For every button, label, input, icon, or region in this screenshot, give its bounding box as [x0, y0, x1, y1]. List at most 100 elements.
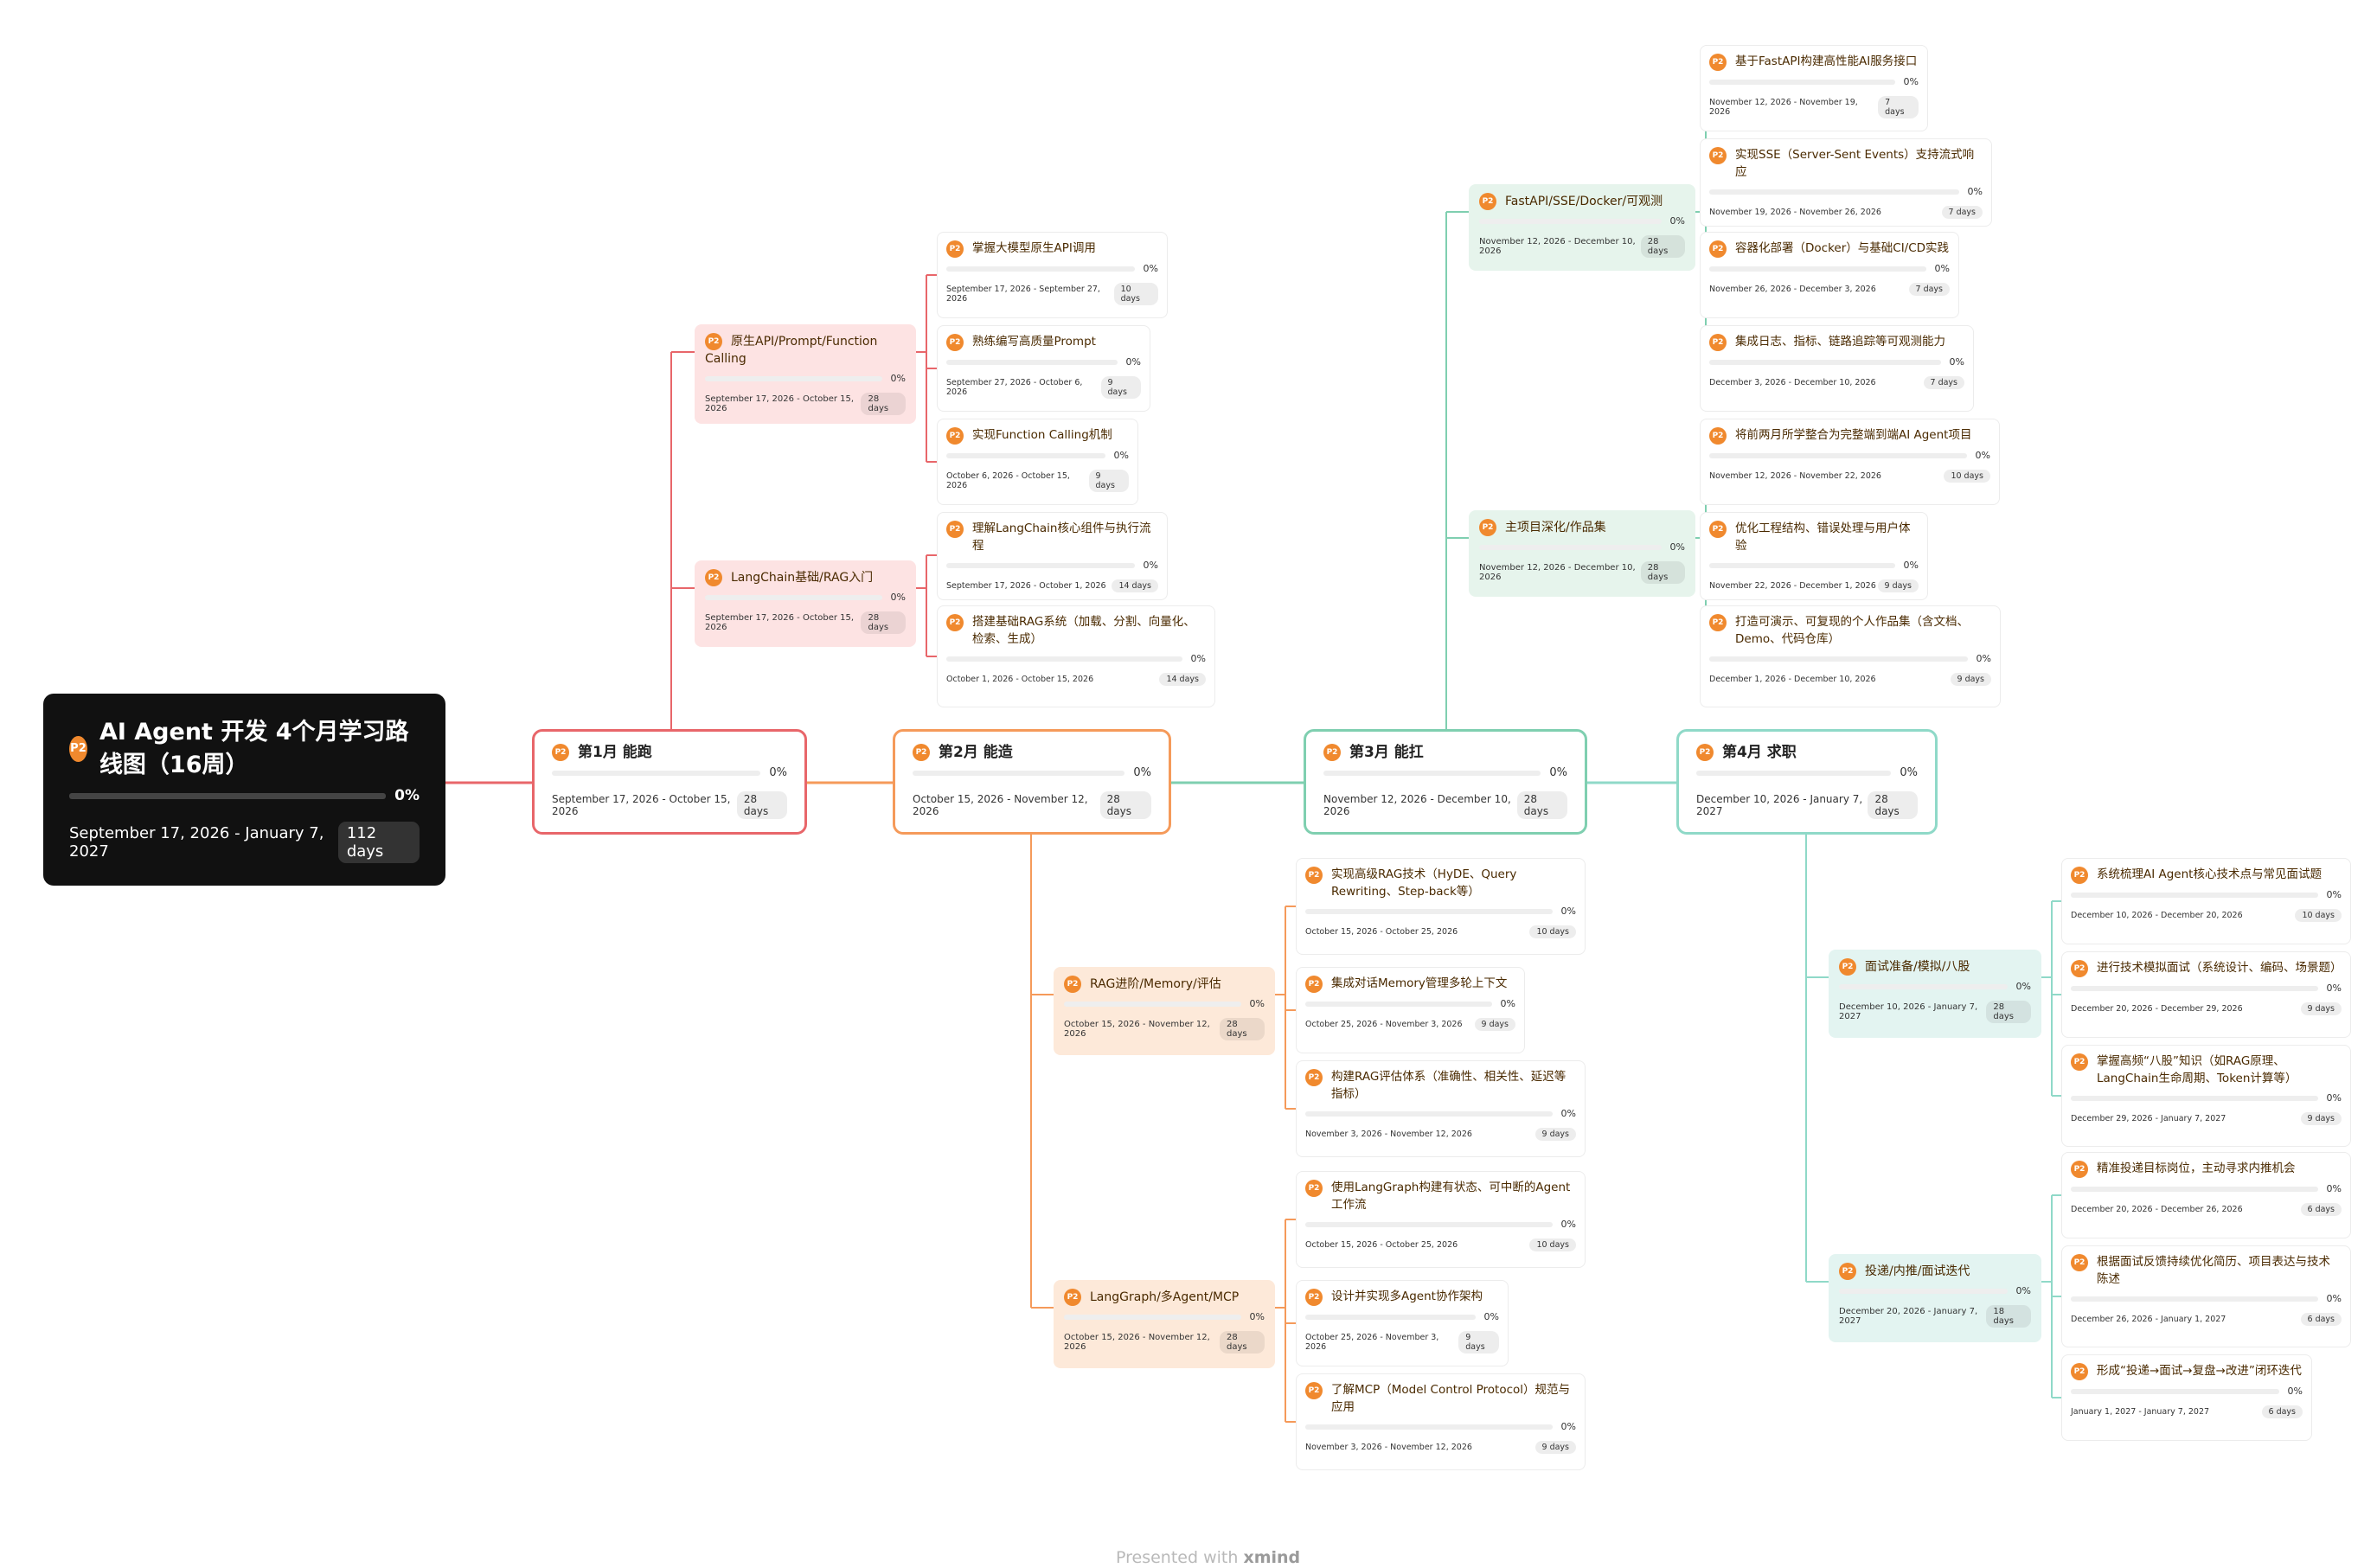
- progress-percent: 0%: [2326, 982, 2342, 994]
- progress-row: 0%: [1709, 450, 1990, 461]
- progress-percent: 0%: [1949, 356, 1964, 368]
- progress-row: 0%: [946, 653, 1206, 664]
- date-range: November 19, 2026 - November 26, 2026: [1709, 208, 1881, 217]
- progress-percent: 0%: [1190, 653, 1206, 664]
- progress-row: 0%: [2071, 1293, 2342, 1304]
- priority-icon: P2: [69, 736, 87, 762]
- date-range: December 10, 2026 - December 20, 2026: [2071, 911, 2243, 920]
- node-title-text: 投递/内推/面试迭代: [1865, 1264, 1970, 1278]
- priority-icon: P2: [1709, 427, 1727, 445]
- progress-percent: 0%: [1249, 998, 1265, 1009]
- progress-bar: [1305, 1221, 1553, 1227]
- duration-badge: 28 days: [1219, 1018, 1265, 1040]
- progress-bar: [1305, 1424, 1553, 1430]
- progress-row: 0%: [946, 263, 1158, 274]
- date-range: December 20, 2026 - January 7, 2027: [1839, 1307, 1978, 1326]
- date-range: November 12, 2026 - November 22, 2026: [1709, 471, 1881, 481]
- duration-badge: 7 days: [1878, 96, 1919, 118]
- priority-icon: P2: [1305, 867, 1323, 884]
- node-title-text: 实现SSE（Server-Sent Events）支持流式响应: [1735, 148, 1975, 179]
- priority-icon: P2: [946, 240, 964, 258]
- duration-badge: 7 days: [1941, 206, 1983, 219]
- priority-icon: P2: [1305, 1289, 1323, 1306]
- priority-icon: P2: [1064, 976, 1081, 993]
- date-range: October 15, 2026 - October 25, 2026: [1305, 927, 1458, 937]
- priority-icon: P2: [1305, 976, 1323, 993]
- progress-row: 0%: [2071, 1092, 2342, 1104]
- progress-bar: [1479, 544, 1662, 550]
- progress-percent: 0%: [1143, 560, 1158, 571]
- date-range: October 15, 2026 - November 12, 2026: [1064, 1333, 1210, 1352]
- priority-icon: P2: [2071, 1053, 2088, 1071]
- date-range: December 3, 2026 - December 10, 2026: [1709, 378, 1876, 387]
- priority-icon: P2: [1323, 744, 1341, 761]
- node-title-text: 搭建基础RAG系统（加载、分割、向量化、检索、生成）: [972, 615, 1195, 646]
- progress-percent: 0%: [1903, 560, 1919, 571]
- progress-bar: [1696, 770, 1892, 776]
- duration-badge: 9 days: [1534, 1128, 1576, 1141]
- node-title-text: 优化工程结构、错误处理与用户体验: [1735, 522, 1911, 553]
- duration-badge: 6 days: [2300, 1203, 2342, 1216]
- node-title-text: LangGraph/多Agent/MCP: [1090, 1290, 1240, 1304]
- progress-percent: 0%: [1669, 215, 1685, 227]
- progress-percent: 0%: [2326, 1293, 2342, 1304]
- priority-icon: P2: [1709, 240, 1727, 258]
- progress-row: 0%: [1839, 981, 2031, 992]
- progress-percent: 0%: [2326, 1092, 2342, 1104]
- progress-row: 0%: [1064, 1311, 1265, 1322]
- duration-badge: 10 days: [1529, 925, 1576, 938]
- duration-badge: 9 days: [1474, 1018, 1515, 1031]
- date-range: November 26, 2026 - December 3, 2026: [1709, 285, 1876, 294]
